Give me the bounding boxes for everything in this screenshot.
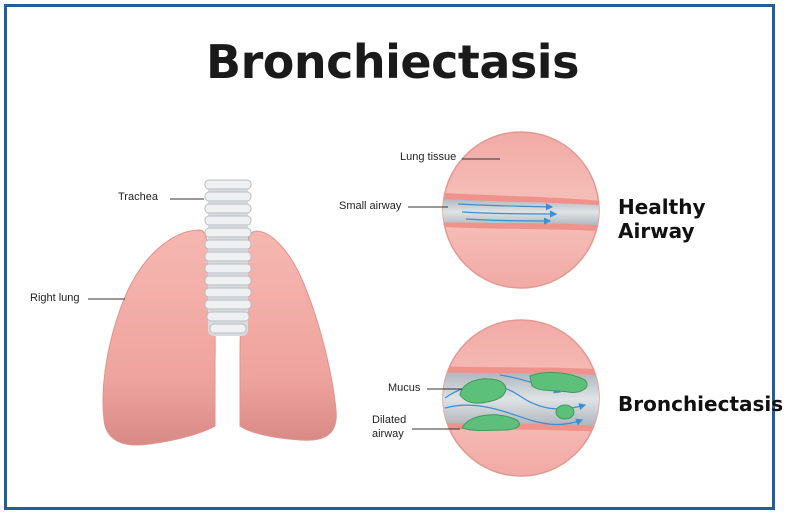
trachea — [205, 180, 251, 336]
healthy-airway-illustration — [430, 132, 610, 288]
healthy-airway-caption: Healthy Airway — [618, 195, 785, 243]
bronchiectasis-caption: Bronchiectasis — [618, 392, 783, 416]
right-lung — [103, 230, 215, 445]
mucus-label: Mucus — [388, 382, 420, 395]
left-lung — [240, 231, 336, 440]
trachea-label: Trachea — [118, 191, 158, 204]
mucus-blob — [556, 405, 574, 419]
right-lung-label: Right lung — [30, 292, 80, 305]
dilated-airway-label-line2: airway — [372, 428, 404, 441]
dilated-airway-label-line1: Dilated — [372, 414, 406, 427]
small-airway-label: Small airway — [339, 200, 401, 213]
lung-tissue-label: Lung tissue — [400, 151, 456, 164]
bronchiectasis-illustration — [430, 320, 610, 476]
